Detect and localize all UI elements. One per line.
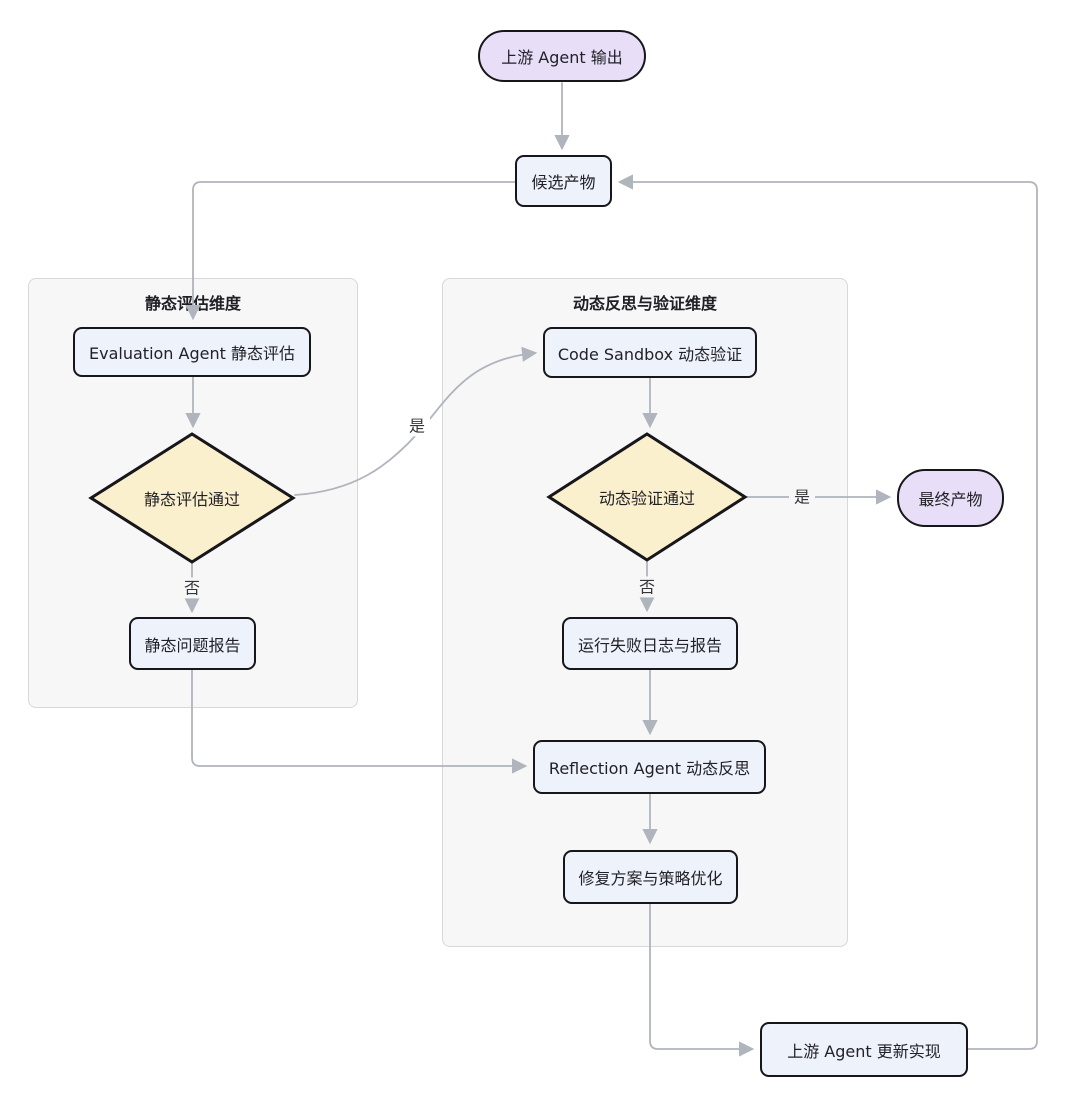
node-static-report-label: 静态问题报告: [144, 635, 241, 655]
node-evaluation-label: Evaluation Agent 静态评估: [89, 344, 295, 363]
node-reflection-label: Reflection Agent 动态反思: [548, 759, 751, 778]
node-static-pass-label: 静态评估通过: [143, 490, 240, 509]
edge-candidate-to-evaluation: [185, 181, 516, 321]
subgraph-dynamic-title: 动态反思与验证维度: [572, 294, 717, 313]
node-candidate-label: 候选产物: [531, 173, 596, 192]
edge-label-dynamic-no: 否: [633, 576, 661, 598]
edge-label-static-no: 否: [178, 577, 206, 599]
edge-label-dynamic-yes: 是: [788, 486, 816, 508]
node-code-sandbox: Code Sandbox 动态验证: [543, 327, 757, 378]
node-fail-log: 运行失败日志与报告: [562, 617, 738, 670]
node-upstream-output: 上游 Agent 输出: [478, 30, 646, 82]
node-upstream-update: 上游 Agent 更新实现: [760, 1022, 968, 1077]
node-fix-plan: 修复方案与策略优化: [563, 850, 738, 904]
node-evaluation: Evaluation Agent 静态评估: [73, 327, 311, 377]
edge-update-to-candidate: [617, 174, 1038, 1050]
node-reflection: Reflection Agent 动态反思: [533, 740, 766, 794]
node-final-product-label: 最终产物: [918, 490, 983, 509]
node-fail-log-label: 运行失败日志与报告: [577, 635, 722, 655]
node-fix-plan-label: 修复方案与策略优化: [578, 869, 723, 888]
node-upstream-update-label: 上游 Agent 更新实现: [787, 1041, 941, 1061]
edge-fixplan-to-update: [649, 903, 755, 1057]
node-code-sandbox-label: Code Sandbox 动态验证: [557, 344, 743, 364]
edge-report-to-reflection: [191, 669, 528, 774]
node-dynamic-pass-label: 动态验证通过: [598, 489, 695, 508]
edge-label-static-yes: 是: [403, 415, 431, 437]
diamond-shape: [546, 432, 748, 562]
node-dynamic-pass-decision: 动态验证通过: [546, 431, 748, 563]
node-static-pass-decision: 静态评估通过: [88, 431, 296, 565]
node-upstream-output-label: 上游 Agent 输出: [501, 48, 623, 67]
node-final-product: 最终产物: [897, 469, 1004, 527]
node-candidate: 候选产物: [515, 155, 612, 207]
node-static-report: 静态问题报告: [129, 617, 256, 670]
diamond-shape: [88, 432, 296, 564]
